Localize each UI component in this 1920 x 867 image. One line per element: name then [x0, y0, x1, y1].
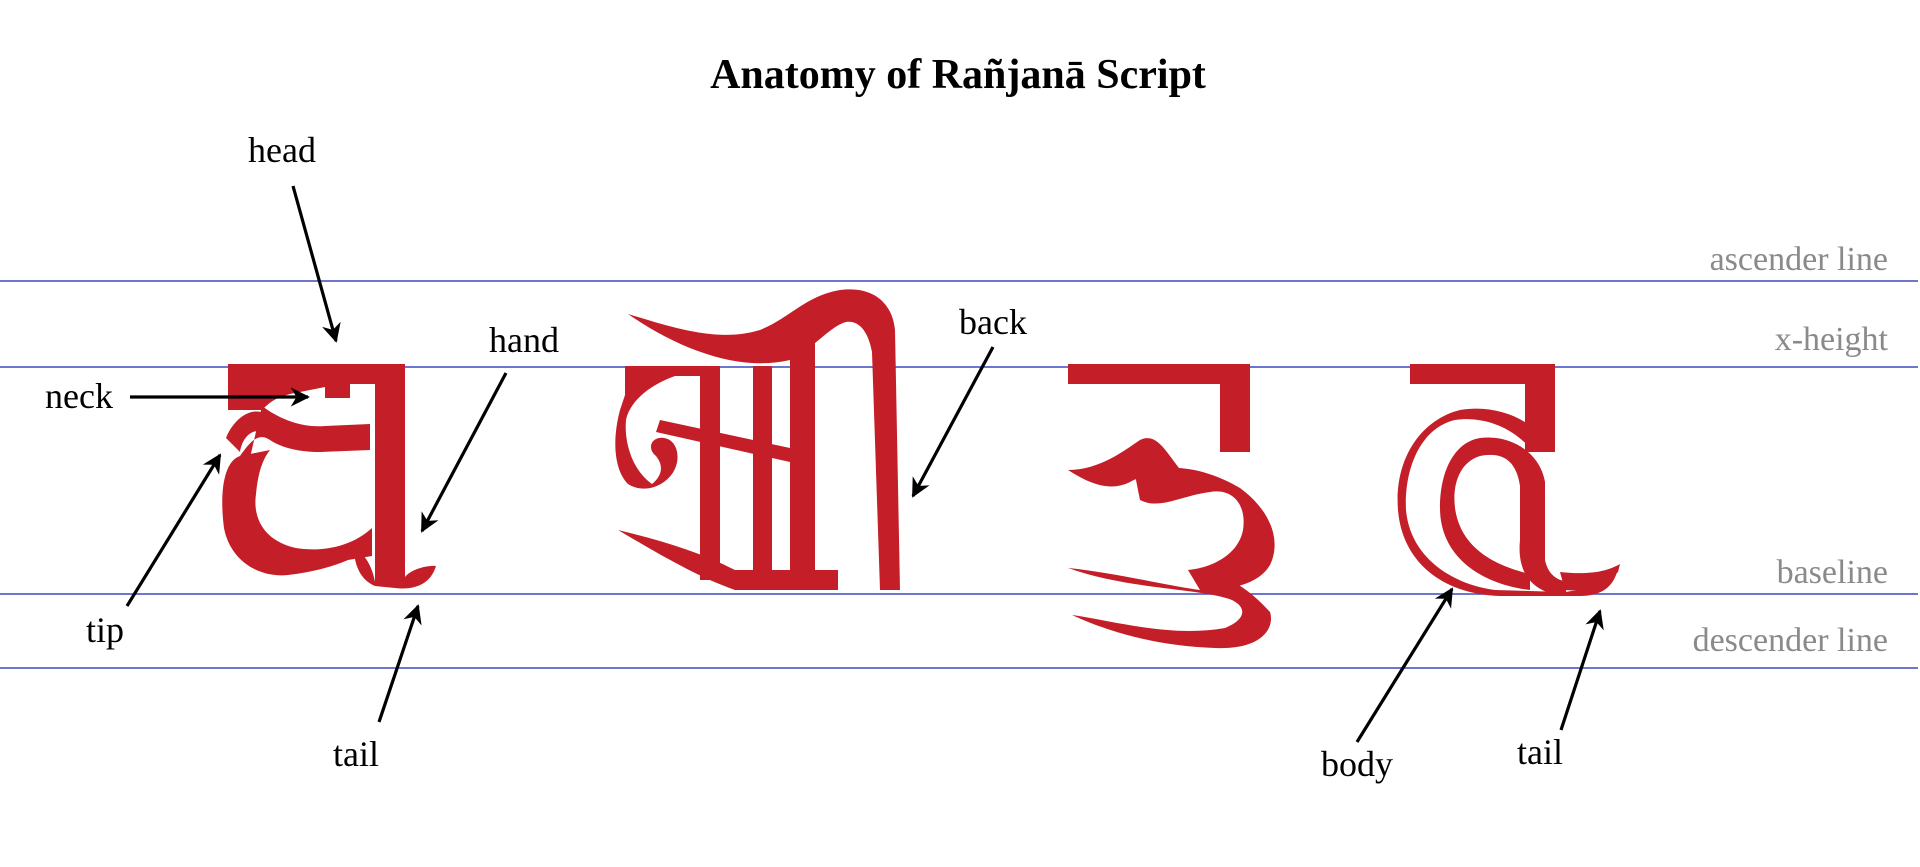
diagram-title: Anatomy of Rañjanā Script: [710, 52, 1206, 98]
label-body: body: [1321, 744, 1393, 784]
baseline-label: baseline: [1777, 554, 1888, 591]
arrow-head: [291, 185, 341, 343]
arrow-tail-right: [1559, 609, 1604, 731]
label-tip: tip: [86, 610, 124, 650]
arrow-tail-left: [377, 604, 422, 723]
glyph-4: [1397, 364, 1620, 596]
descender-line-label: descender line: [1693, 622, 1888, 659]
arrow-tip: [125, 453, 222, 607]
label-tail-left: tail: [333, 734, 379, 774]
xheight-label: x-height: [1775, 321, 1889, 358]
arrow-hand: [420, 372, 508, 533]
glyph-2: [615, 289, 900, 590]
ascender-line-label: ascender line: [1710, 241, 1888, 278]
label-back: back: [959, 302, 1027, 342]
label-head: head: [248, 130, 316, 170]
arrow-back: [911, 346, 995, 498]
glyph-3: [1068, 364, 1275, 649]
label-neck: neck: [45, 376, 113, 416]
label-hand: hand: [489, 320, 559, 360]
arrow-body: [1355, 587, 1454, 743]
label-tail-right: tail: [1517, 732, 1563, 772]
